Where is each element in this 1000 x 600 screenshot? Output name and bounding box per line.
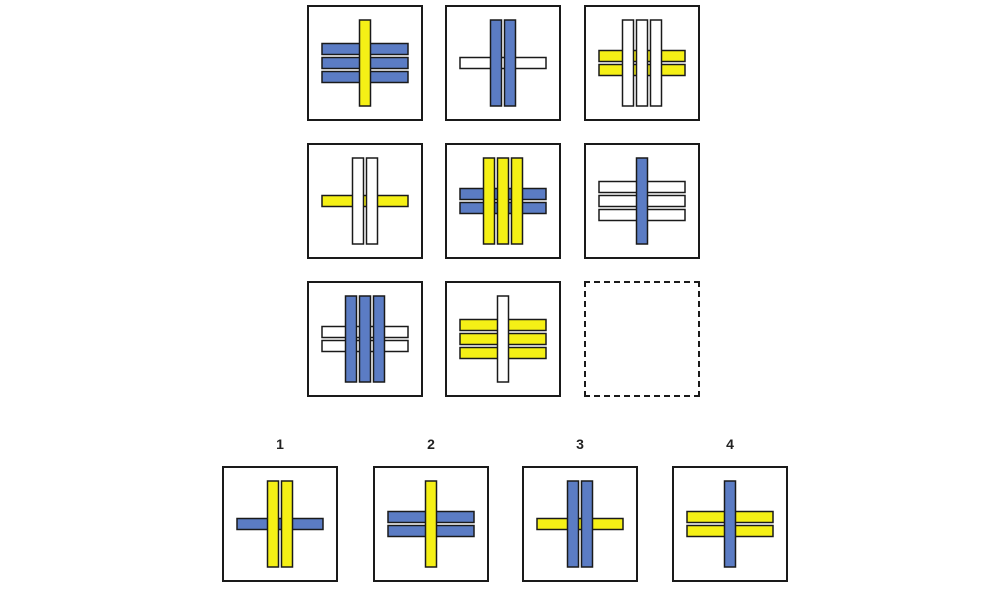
vertical-bar — [351, 157, 365, 245]
option-label-2: 2 — [427, 436, 435, 452]
matrix-cell-3 — [584, 5, 700, 121]
cross-figure — [321, 295, 409, 383]
option-1[interactable] — [222, 466, 338, 582]
matrix-cell-4 — [307, 143, 423, 259]
cross-figure — [598, 157, 686, 245]
vertical-bar — [580, 480, 594, 568]
vertical-bar — [280, 480, 294, 568]
matrix-cell-8 — [445, 281, 561, 397]
vertical-bar — [482, 157, 496, 245]
cross-figure — [387, 480, 475, 568]
horizontal-bar — [321, 194, 409, 208]
vertical-bar — [489, 19, 503, 107]
option-2[interactable] — [373, 466, 489, 582]
matrix-cell-1 — [307, 5, 423, 121]
vertical-bar — [649, 19, 663, 107]
vertical-bar — [365, 157, 379, 245]
cross-figure — [459, 295, 547, 383]
matrix-cell-7 — [307, 281, 423, 397]
option-label-1: 1 — [276, 436, 284, 452]
cross-figure — [536, 480, 624, 568]
cross-figure — [686, 480, 774, 568]
vertical-bar — [344, 295, 358, 383]
option-label-4: 4 — [726, 436, 734, 452]
vertical-bar — [424, 480, 438, 568]
vertical-bar — [635, 157, 649, 245]
vertical-bar — [372, 295, 386, 383]
vertical-bar — [510, 157, 524, 245]
cross-figure — [321, 19, 409, 107]
missing-cell[interactable] — [584, 281, 700, 397]
cross-figure — [459, 157, 547, 245]
vertical-bar — [635, 19, 649, 107]
cross-figure — [459, 19, 547, 107]
matrix-cell-6 — [584, 143, 700, 259]
matrix-cell-5 — [445, 143, 561, 259]
vertical-bar — [621, 19, 635, 107]
vertical-bar — [566, 480, 580, 568]
vertical-bar — [358, 19, 372, 107]
option-label-3: 3 — [576, 436, 584, 452]
option-3[interactable] — [522, 466, 638, 582]
horizontal-bar — [536, 517, 624, 531]
horizontal-bar — [459, 56, 547, 70]
vertical-bar — [496, 295, 510, 383]
cross-figure — [321, 157, 409, 245]
horizontal-bar — [236, 517, 324, 531]
cross-figure — [236, 480, 324, 568]
vertical-bar — [496, 157, 510, 245]
vertical-bar — [503, 19, 517, 107]
vertical-bar — [266, 480, 280, 568]
vertical-bar — [723, 480, 737, 568]
vertical-bar — [358, 295, 372, 383]
cross-figure — [598, 19, 686, 107]
matrix-cell-2 — [445, 5, 561, 121]
option-4[interactable] — [672, 466, 788, 582]
